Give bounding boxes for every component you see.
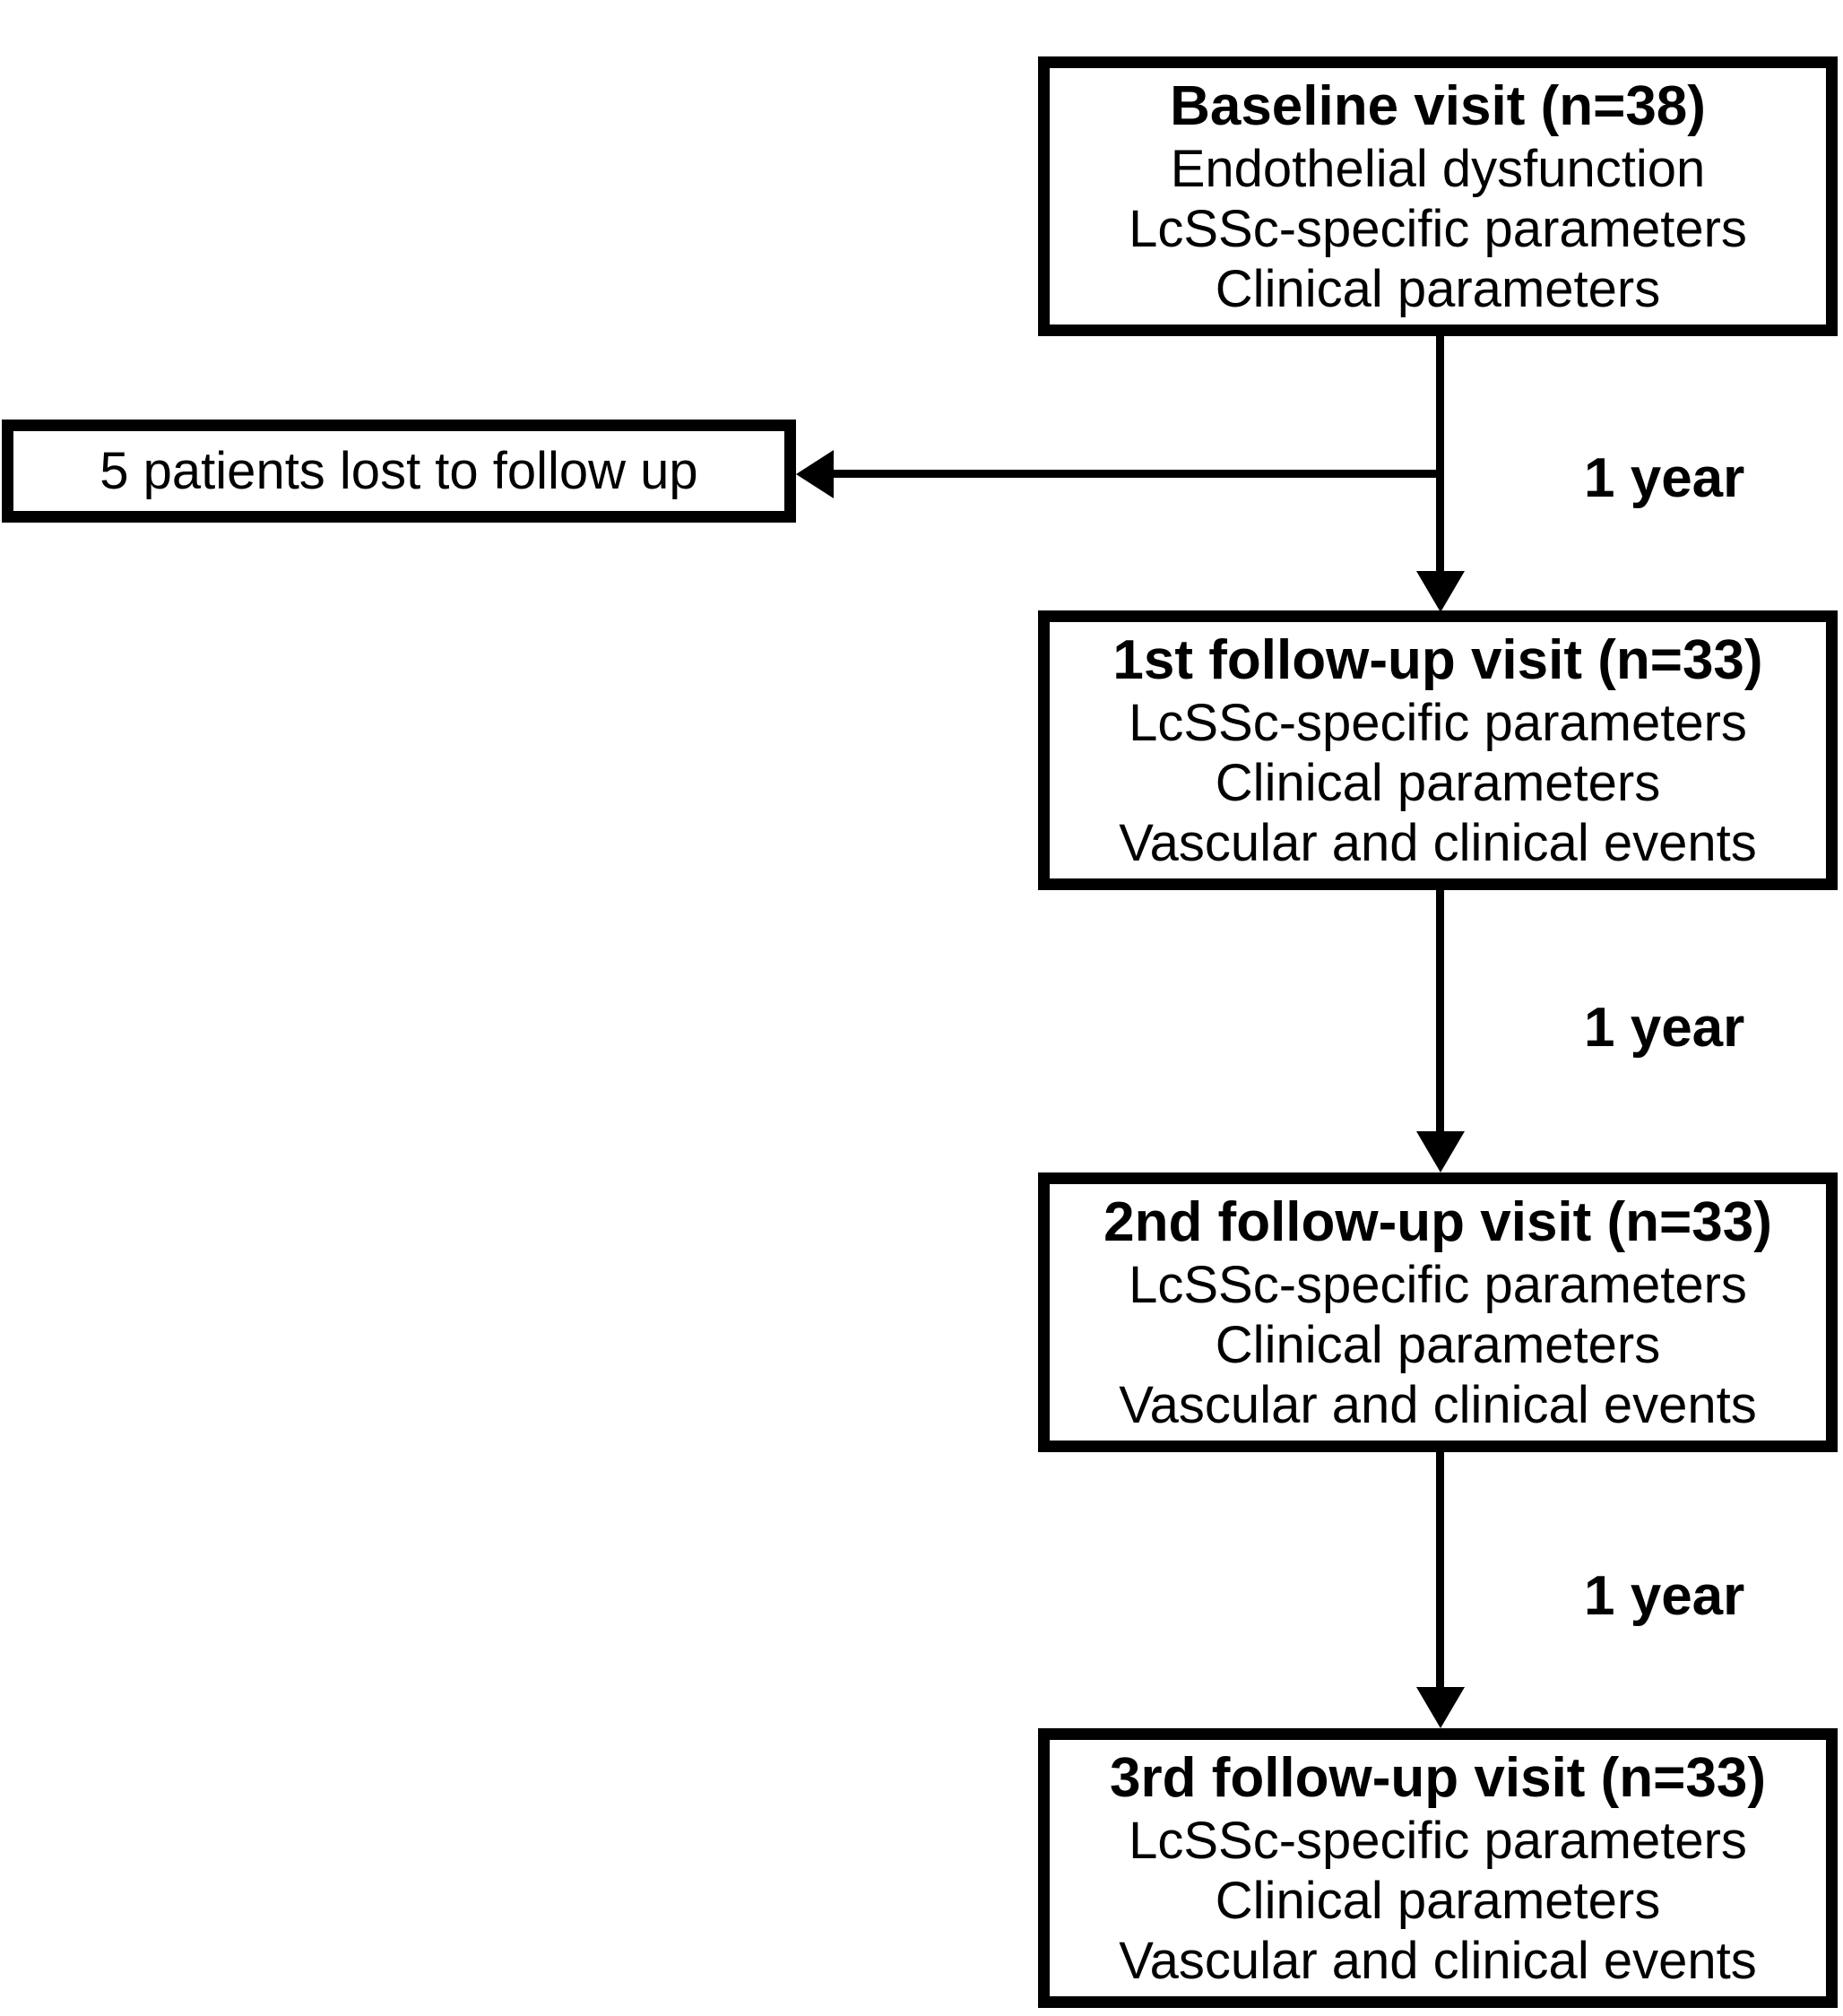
- arrow-left-icon: [796, 450, 834, 498]
- box-second-followup-visit: 2nd follow-up visit (n=33) LcSSc-specifi…: [1038, 1172, 1838, 1452]
- connector-line-baseline-to-followup1: [1436, 336, 1444, 575]
- interval-label-1-year: 1 year: [1584, 1565, 1745, 1627]
- third-followup-line: Vascular and clinical events: [1119, 1931, 1757, 1990]
- connector-line-followup1-to-followup2: [1436, 890, 1444, 1134]
- lost-to-followup-label: 5 patients lost to follow up: [100, 442, 698, 500]
- first-followup-line: Vascular and clinical events: [1119, 813, 1757, 872]
- baseline-visit-title: Baseline visit (n=38): [1170, 74, 1706, 137]
- third-followup-line: Clinical parameters: [1215, 1871, 1661, 1930]
- second-followup-title: 2nd follow-up visit (n=33): [1103, 1190, 1772, 1253]
- third-followup-line: LcSSc-specific parameters: [1129, 1811, 1747, 1870]
- first-followup-title: 1st follow-up visit (n=33): [1112, 628, 1763, 691]
- baseline-visit-line: LcSSc-specific parameters: [1129, 199, 1747, 258]
- connector-line-followup2-to-followup3: [1436, 1452, 1444, 1690]
- box-first-followup-visit: 1st follow-up visit (n=33) LcSSc-specifi…: [1038, 610, 1838, 890]
- first-followup-line: Clinical parameters: [1215, 753, 1661, 812]
- baseline-visit-line: Endothelial dysfunction: [1170, 139, 1706, 198]
- box-baseline-visit: Baseline visit (n=38) Endothelial dysfun…: [1038, 56, 1838, 336]
- connector-line-to-lost-box: [821, 470, 1440, 478]
- arrow-down-icon: [1416, 1131, 1465, 1172]
- first-followup-line: LcSSc-specific parameters: [1129, 693, 1747, 752]
- arrow-down-icon: [1416, 1687, 1465, 1728]
- third-followup-title: 3rd follow-up visit (n=33): [1109, 1746, 1766, 1809]
- second-followup-line: LcSSc-specific parameters: [1129, 1255, 1747, 1314]
- baseline-visit-line: Clinical parameters: [1215, 259, 1661, 318]
- second-followup-line: Vascular and clinical events: [1119, 1375, 1757, 1434]
- arrow-down-icon: [1416, 571, 1465, 612]
- interval-label-1-year: 1 year: [1584, 447, 1745, 509]
- interval-label-1-year: 1 year: [1584, 997, 1745, 1059]
- box-lost-to-followup: 5 patients lost to follow up: [2, 420, 796, 523]
- second-followup-line: Clinical parameters: [1215, 1315, 1661, 1374]
- box-third-followup-visit: 3rd follow-up visit (n=33) LcSSc-specifi…: [1038, 1728, 1838, 2008]
